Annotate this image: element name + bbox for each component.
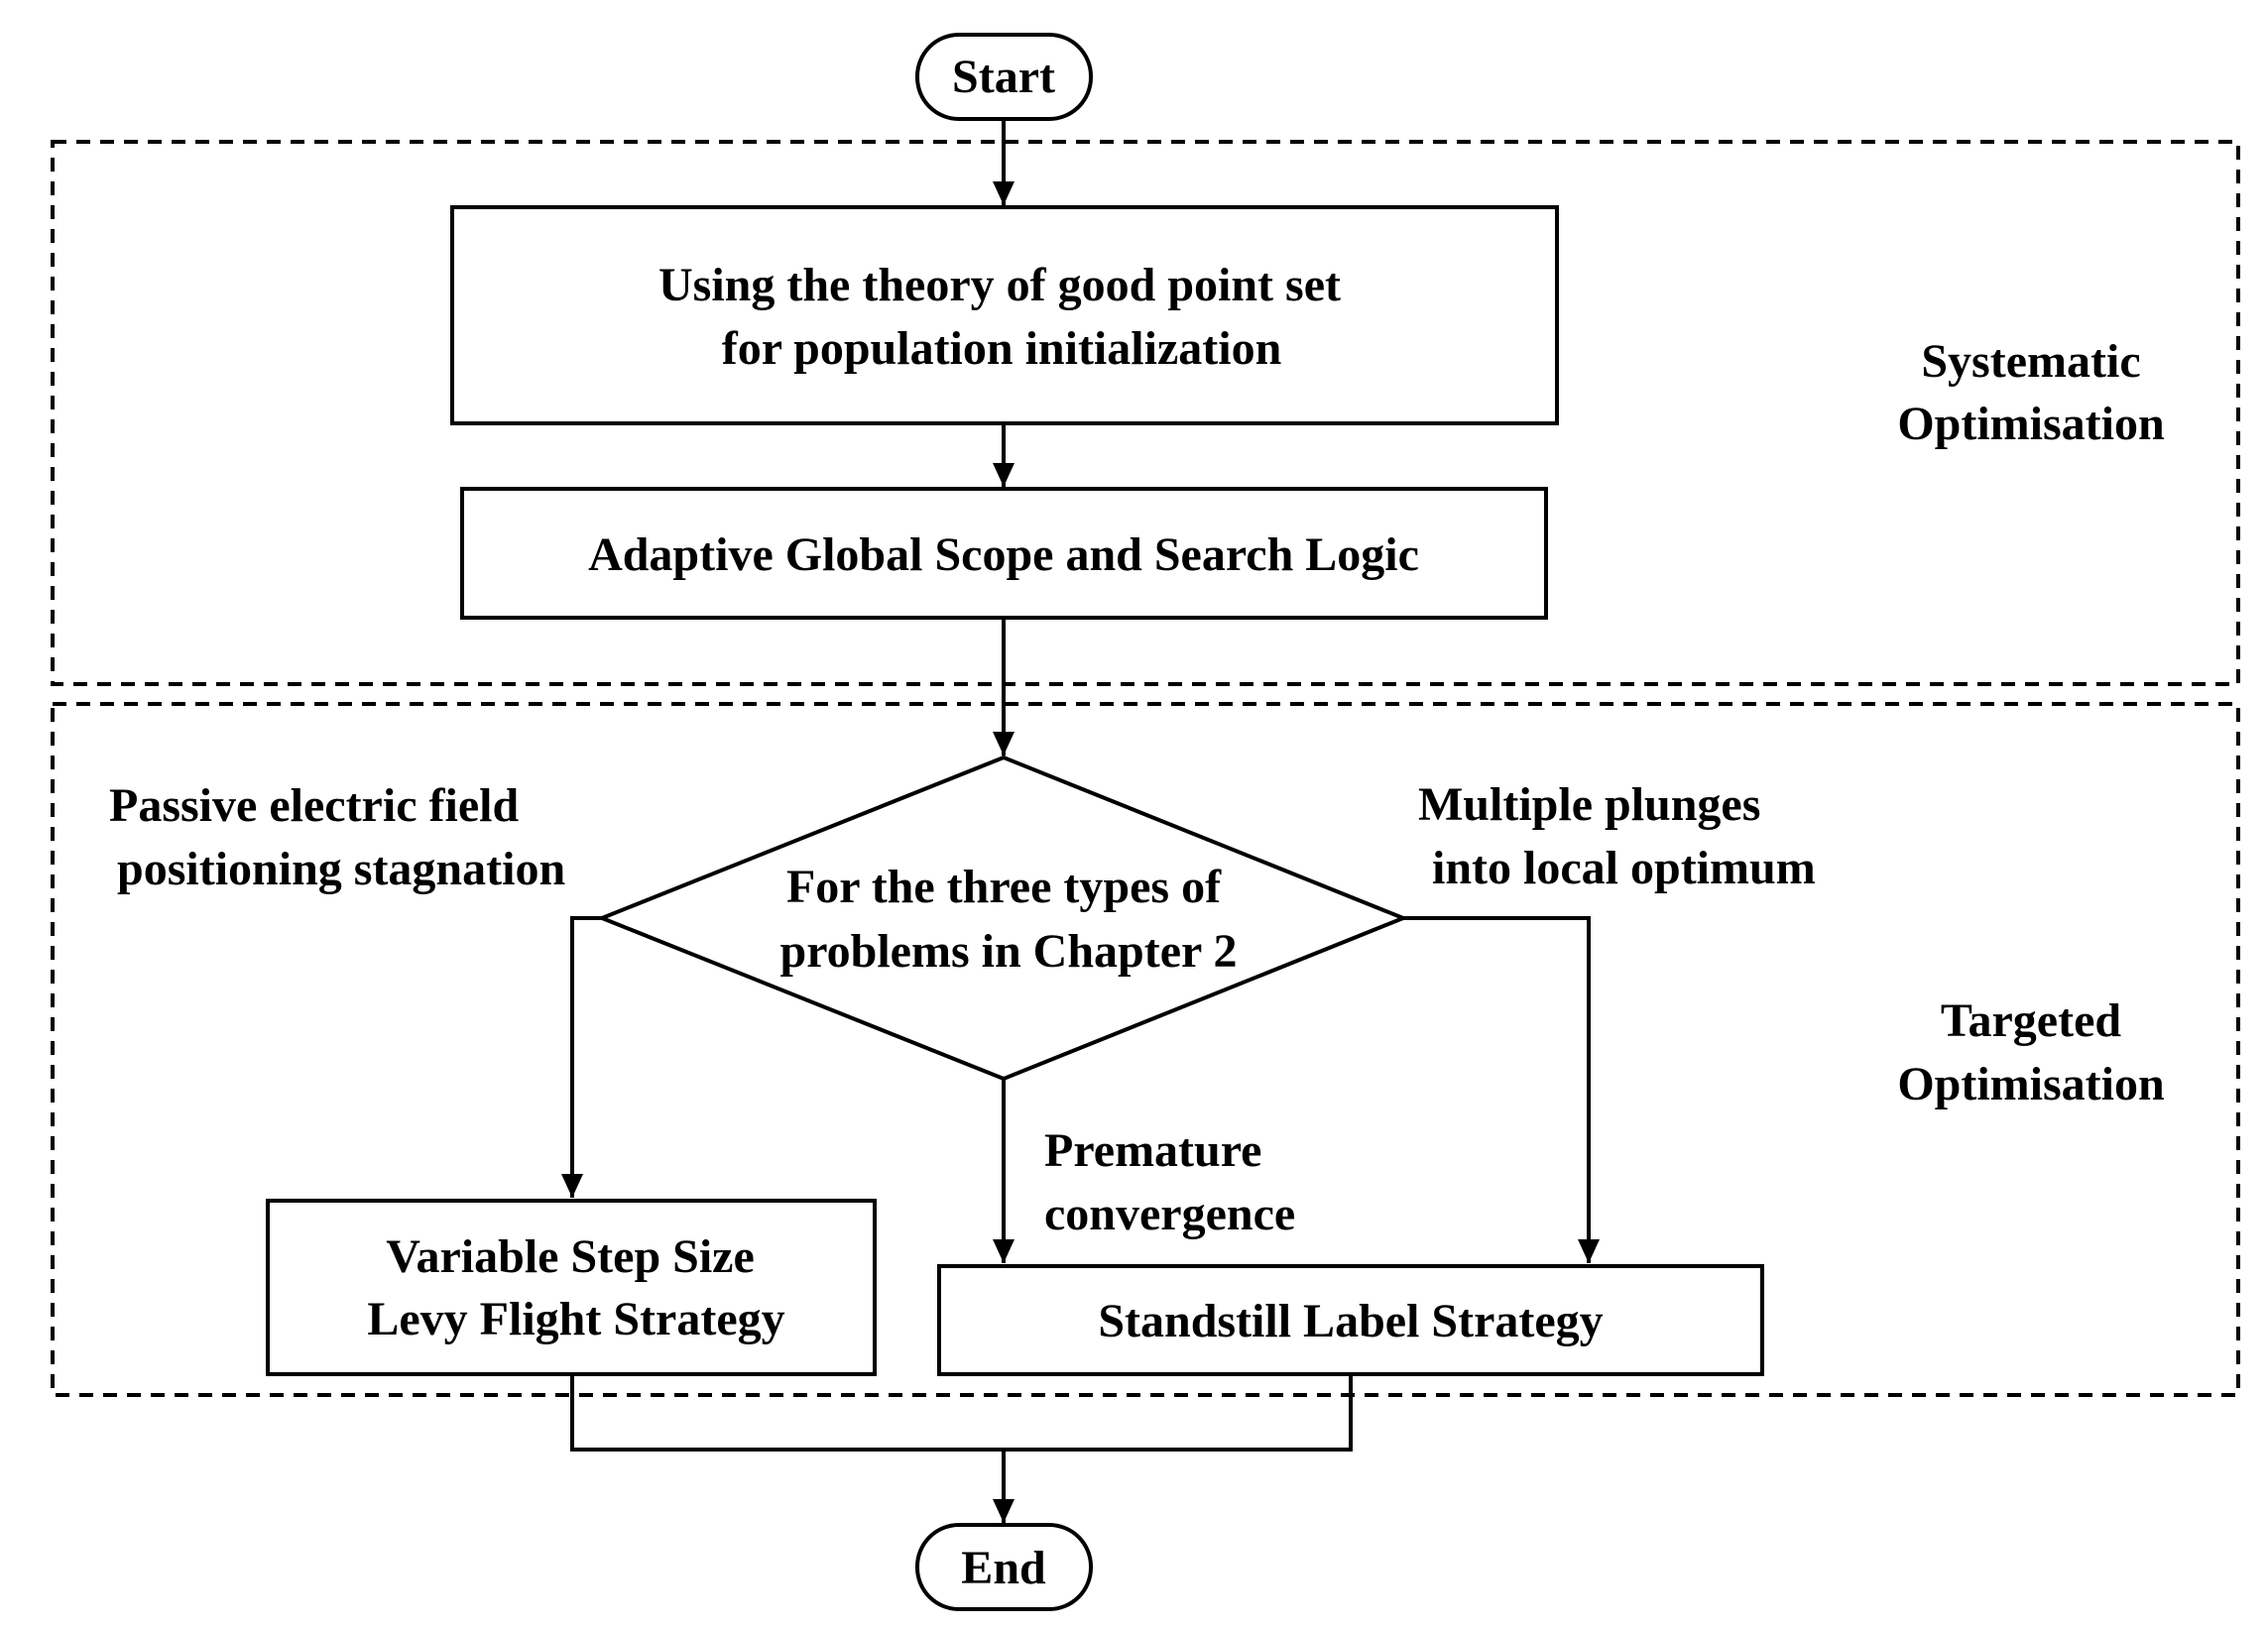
arrow-decision-to-levy [561,916,602,1198]
arrow-decision-right-to-standstill [1403,916,1600,1263]
merge-connector [570,1374,1353,1452]
standstill-label-box[interactable] [937,1264,1764,1376]
end-label: End [961,1542,1046,1594]
region-systematic-line1: Systematic [1921,335,2140,388]
branch-left-line1: Passive electric field [109,779,519,832]
levy-box-line2: Levy Flight Strategy [367,1293,784,1345]
region-systematic-border [51,140,2240,686]
adaptive-box-label: Adaptive Global Scope and Search Logic [588,528,1419,581]
region-targeted-line2: Optimisation [1897,1058,2164,1110]
adaptive-search-box[interactable] [460,487,1548,620]
branch-right-line2: into local optimum [1432,842,1816,894]
decision-diamond[interactable] [596,755,1409,1082]
branch-down-line2: convergence [1044,1188,1295,1240]
levy-box-line1: Variable Step Size [386,1230,755,1283]
init-box-line2: for population initialization [722,322,1282,375]
init-population-box[interactable] [450,205,1559,425]
decision-line1: For the three types of [786,861,1222,913]
init-box-line1: Using the theory of good point set [658,259,1341,311]
levy-flight-box[interactable] [266,1199,877,1376]
branch-down-line1: Premature [1044,1124,1261,1177]
region-systematic-line2: Optimisation [1897,398,2164,450]
standstill-box-label: Standstill Label Strategy [1098,1295,1603,1347]
decision-line2: problems in Chapter 2 [780,925,1238,978]
start-label: Start [952,51,1055,103]
end-terminator[interactable] [915,1523,1093,1611]
region-targeted-line1: Targeted [1941,994,2122,1047]
branch-left-line2: positioning stagnation [117,843,565,895]
branch-right-line1: Multiple plunges [1418,778,1760,831]
region-targeted-border [51,702,2240,1397]
